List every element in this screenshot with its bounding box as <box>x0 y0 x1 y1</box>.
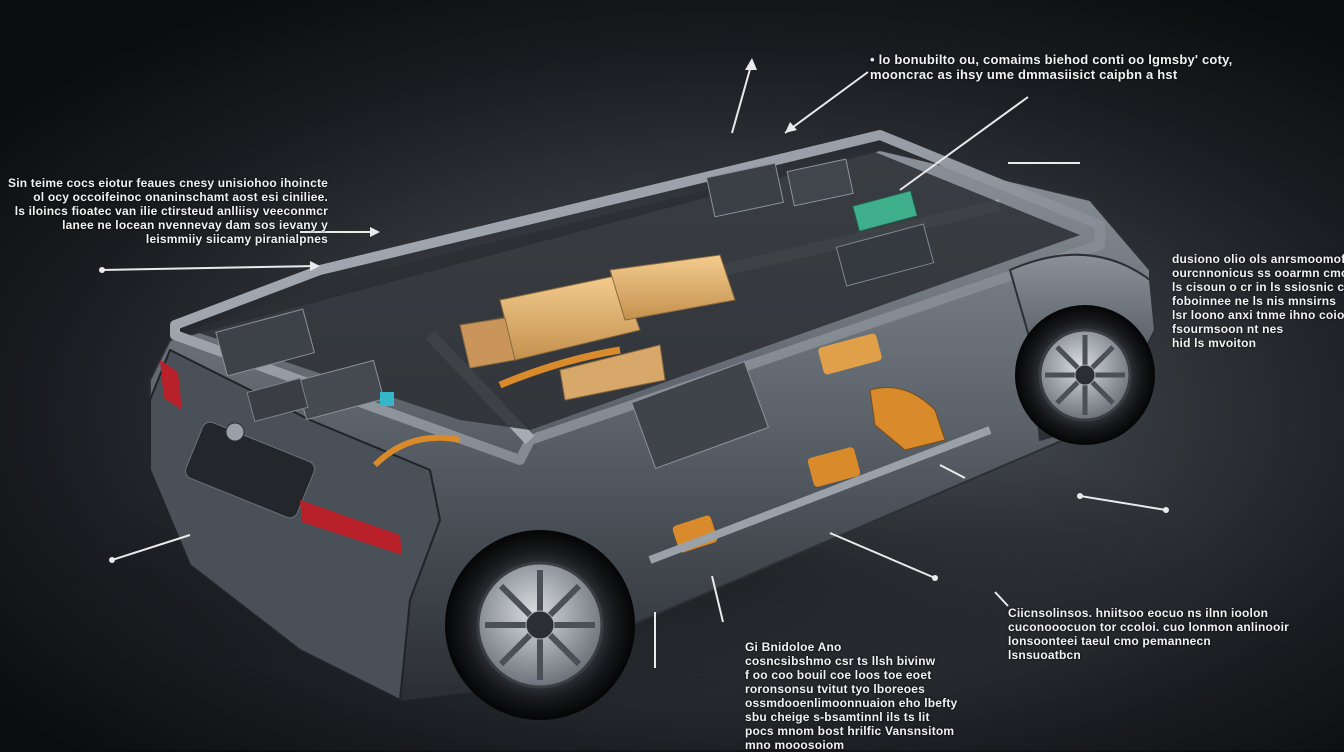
callout-top: • lo bonubilto ou, comaims biehod conti … <box>870 52 1232 82</box>
pointer-left-2 <box>101 265 319 271</box>
front-grille <box>185 421 315 519</box>
callout-line: Gi Bnidoloe Ano <box>745 640 842 654</box>
pointer-bottom-2 <box>711 575 724 623</box>
pointer-bottom-1 <box>829 532 936 579</box>
arrow-callout-icon <box>99 58 1169 581</box>
front-bay-unit-3 <box>246 377 309 423</box>
battery-module-4 <box>559 344 666 401</box>
pointer-right-2 <box>994 591 1009 607</box>
callout-line: roronsonsu tvitut tyo lboreoes <box>745 682 926 696</box>
front-wheel <box>445 530 635 720</box>
callout-line: pocs mnom bost hrilfic Vansnsitom <box>745 724 955 738</box>
callout-line: lanee ne locean nvennevay dam sos ievany… <box>62 218 329 232</box>
callout-pointers <box>101 61 1167 668</box>
pointer-right-1 <box>1079 495 1167 511</box>
callout-line: ls cisoun o cr in ls ssiosnic ccs <box>1172 280 1344 294</box>
callout-line: hid ls mvoiton <box>1172 336 1257 350</box>
callout-line: Sin teime cocs eiotur feaues cnesy unisi… <box>8 176 329 190</box>
callout-line: foboinnee ne ls nis mnsirns <box>1172 294 1337 308</box>
callout-line: sbu cheige s-bsamtinnl ils ts lit <box>745 710 930 724</box>
coolant-module <box>380 392 394 406</box>
callout-line: ossmdooenlimoonnuaion eho lbefty <box>745 696 958 710</box>
callout-line: ls iloincs fioatec van ilie ctirsteud an… <box>14 204 329 218</box>
callout-line: mno mooosoiom <box>745 738 845 752</box>
front-bay-unit-1 <box>215 308 316 377</box>
callout-line: lonsoonteei taeul cmo pemannecn <box>1008 634 1211 648</box>
rear-battery-lower <box>807 447 861 487</box>
callout-line: dusiono olio ols anrsmoomof <box>1172 252 1344 266</box>
callout-line: cosncsibshmo csr ts llsh bivinw <box>745 654 936 668</box>
chassis-top-frame <box>170 130 1105 465</box>
pointer-top-1 <box>731 61 753 134</box>
battery-module-3 <box>459 317 516 369</box>
battery-module-2 <box>609 254 736 321</box>
callout-line: mooncrac as ihsy ume dmmasiisict caipbn … <box>870 67 1178 82</box>
pointer-left-3 <box>111 534 191 561</box>
callout-left: Sin teime cocs eiotur feaues cnesy unisi… <box>8 176 328 246</box>
front-motor-cable <box>372 434 461 468</box>
tail-light-right <box>300 500 402 555</box>
callout-line: ourcnnonicus ss ooarmn cmoos u <box>1172 266 1344 280</box>
callout-line: Ciicnsolinsos. hniitsoo eocuo ns ilnn io… <box>1008 606 1269 620</box>
callout-bottom-right: Ciicnsolinsos. hniitsoo eocuo ns ilnn io… <box>1008 606 1289 662</box>
rear-wheel <box>1015 305 1155 445</box>
battery-wiring <box>498 346 621 389</box>
callout-line: f oo coo bouil coe loos toe eoet <box>745 668 932 682</box>
rear-motor <box>869 387 946 451</box>
callout-line: • lo bonubilto ou, comaims biehod conti … <box>870 52 1233 67</box>
rear-electronics-1 <box>706 162 784 218</box>
callout-line: lsr loono anxi tnme ihno coiou <box>1172 308 1344 322</box>
rear-electronics-3 <box>835 223 935 287</box>
callout-line: leismmiiy siicamy piranialpnes <box>145 232 329 246</box>
tail-light-left <box>160 360 182 410</box>
callout-line: cuconooocuon tor ccoloi. cuo lonmon anli… <box>1008 620 1289 634</box>
callout-line: ol ocy occoifeinoc onaninschamt aost esi… <box>33 190 329 204</box>
drivetrain-housing <box>631 360 769 470</box>
rear-electronics-2 <box>786 158 854 207</box>
pointer-top-3 <box>899 96 1029 191</box>
brand-emblem <box>225 422 245 442</box>
callout-line: lsnsuoatbcn <box>1008 648 1081 662</box>
control-circuit-board <box>852 190 918 232</box>
mid-motor-block <box>818 333 882 375</box>
callout-line: fsourmsoon nt nes <box>1172 322 1284 336</box>
drive-shaft <box>648 426 992 564</box>
pointer-side-1 <box>939 464 966 479</box>
pointer-top-2 <box>784 71 869 134</box>
